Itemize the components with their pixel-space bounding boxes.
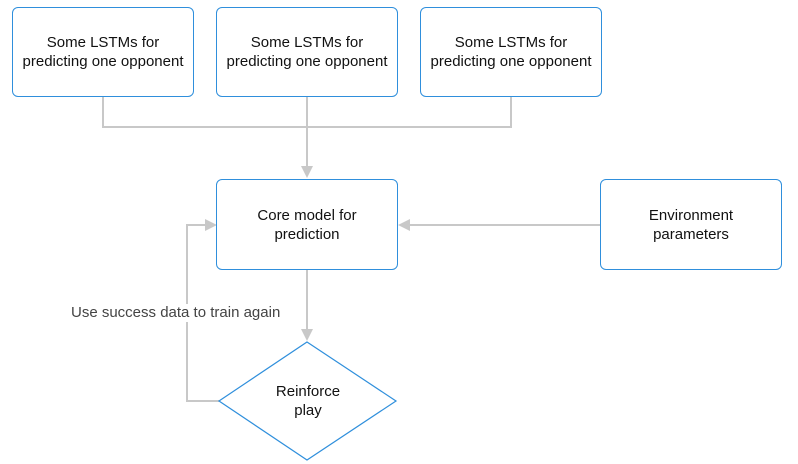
feedback-arrowhead [205, 219, 217, 231]
lstm-box-2: Some LSTMs for predicting one opponent [216, 7, 398, 97]
lstm-merge-connector [102, 97, 512, 168]
merge-arrowhead [301, 166, 313, 178]
environment-box: Environment parameters [600, 179, 782, 270]
core-to-reinforce-arrowhead [301, 329, 313, 341]
lstm-box-3: Some LSTMs for predicting one opponent [420, 7, 602, 97]
feedback-edge-label: Use success data to train again [69, 304, 283, 322]
lstm-box-1: Some LSTMs for predicting one opponent [12, 7, 194, 97]
core-model-label: Core model for prediction [257, 206, 357, 243]
lstm-box-3-label: Some LSTMs for predicting one opponent [430, 34, 592, 70]
core-model-box: Core model for prediction [216, 179, 398, 270]
lstm-box-1-label: Some LSTMs for predicting one opponent [22, 34, 184, 70]
environment-arrowhead [398, 219, 410, 231]
reinforce-diamond-shape [217, 341, 398, 461]
environment-label: Environment parameters [648, 206, 734, 243]
lstm-box-2-label: Some LSTMs for predicting one opponent [226, 34, 388, 70]
